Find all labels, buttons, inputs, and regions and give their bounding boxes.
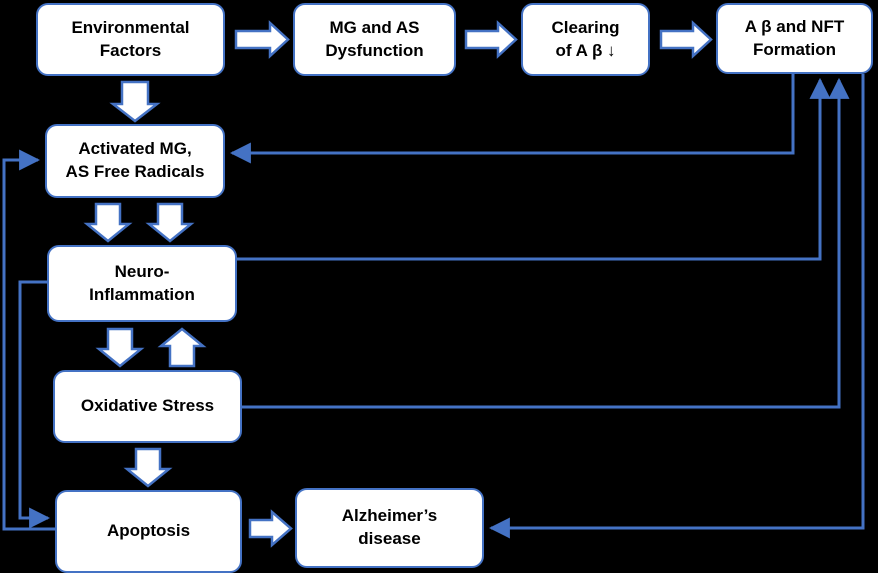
node-label-mg-as-dysfunction: MG and AS Dysfunction [325, 17, 424, 60]
connector-neuroinflammation-to-abeta-nft [237, 77, 831, 261]
block-arrow-neuroinflammation-to-activated-mg [145, 202, 195, 243]
block-arrow-oxidative-stress-to-neuroinflammation [157, 327, 207, 368]
node-activated-mg-as-free-radicals[interactable]: Activated MG, AS Free Radicals [45, 124, 225, 198]
node-label-clearing-of-abeta: Clearing of A β ↓ [551, 17, 620, 60]
block-arrow-environmental-to-activated-mg [109, 80, 161, 123]
block-arrow-mg-as-to-clearing [464, 20, 518, 59]
block-arrow-apoptosis-to-alzheimers [248, 509, 293, 548]
node-label-environmental-factors: Environmental Factors [71, 17, 190, 60]
node-label-activated-mg-as-free-radicals: Activated MG, AS Free Radicals [65, 139, 205, 181]
node-alzheimers-disease[interactable]: Alzheimer’s disease [295, 488, 484, 568]
node-label-oxidative-stress: Oxidative Stress [80, 396, 215, 416]
node-neuro-inflammation[interactable]: Neuro- Inflammation [47, 245, 237, 322]
node-abeta-nft-formation[interactable]: A β and NFT Formation [716, 3, 873, 74]
block-arrow-neuroinflammation-to-oxidative-stress [95, 327, 145, 368]
node-environmental-factors[interactable]: Environmental Factors [36, 3, 225, 76]
block-arrow-activated-mg-to-neuroinflammation [83, 202, 133, 243]
node-oxidative-stress[interactable]: Oxidative Stress [53, 370, 242, 443]
connector-neuroinflammation-to-apoptosis [18, 280, 51, 529]
connector-apoptosis-to-activated-mg [2, 149, 55, 531]
node-label-abeta-nft-formation: A β and NFT Formation [744, 16, 845, 59]
node-clearing-of-abeta[interactable]: Clearing of A β ↓ [521, 3, 650, 76]
node-mg-as-dysfunction[interactable]: MG and AS Dysfunction [293, 3, 456, 76]
connector-abeta-nft-to-activated-mg [229, 74, 795, 164]
block-arrow-environmental-to-mg-as [234, 20, 290, 59]
node-label-neuro-inflammation: Neuro- Inflammation [89, 261, 195, 304]
node-label-alzheimers-disease: Alzheimer’s disease [341, 506, 438, 548]
connector-oxidative-stress-to-abeta-nft [242, 77, 850, 409]
connector-abeta-nft-to-alzheimers [488, 74, 865, 539]
node-label-apoptosis: Apoptosis [106, 521, 191, 541]
node-apoptosis[interactable]: Apoptosis [55, 490, 242, 573]
block-arrow-clearing-to-abeta-nft [659, 20, 713, 59]
block-arrow-oxidative-stress-to-apoptosis [123, 447, 173, 488]
